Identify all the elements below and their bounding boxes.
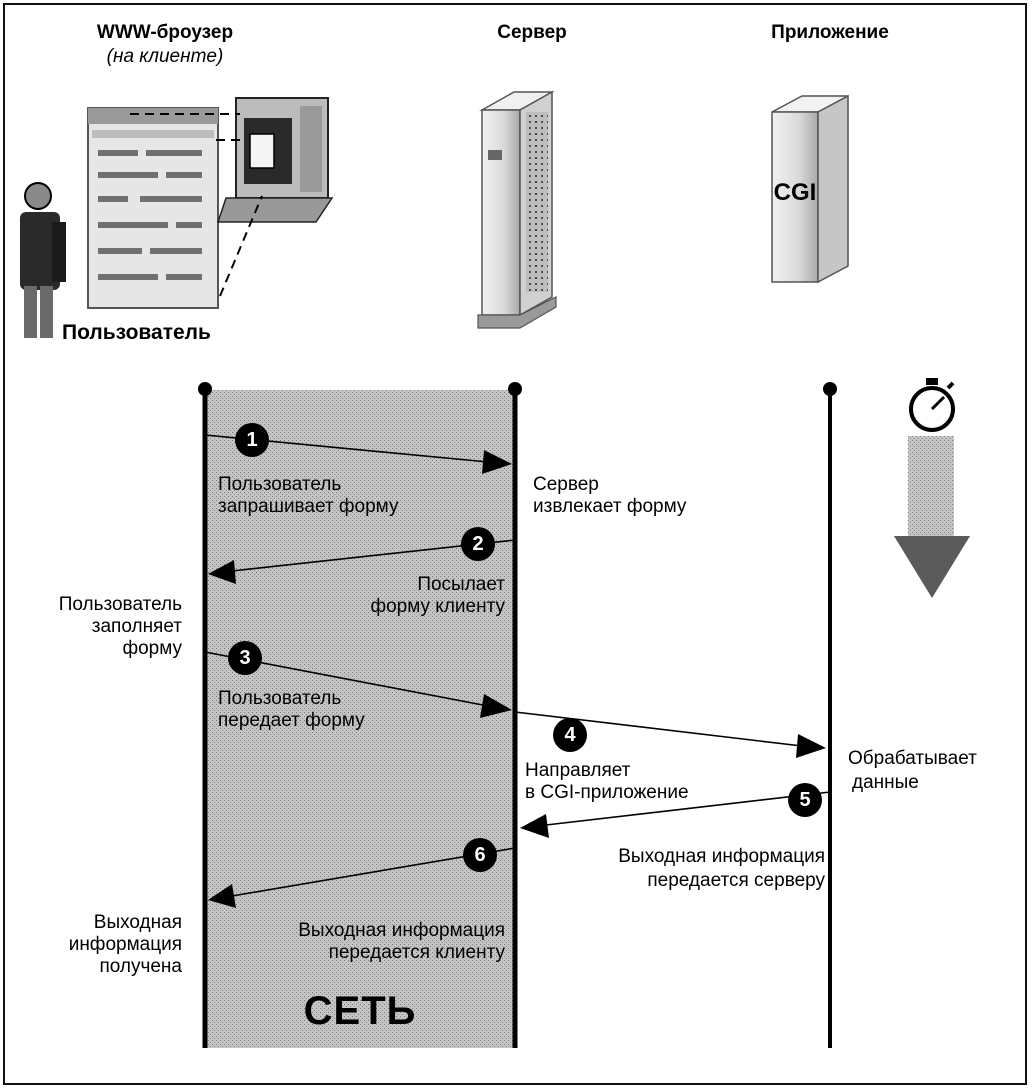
step-6-line1: Выходная информация: [298, 920, 505, 941]
step-number-4: 4: [564, 724, 576, 746]
step-number-3: 3: [239, 647, 251, 669]
note-user-fills-line1: Пользователь: [58, 594, 182, 615]
server-tower-icon: [477, 90, 557, 329]
step-5-line1: Выходная информация: [618, 846, 825, 867]
header-server: Сервер: [497, 22, 567, 43]
step-number-6: 6: [474, 844, 486, 866]
step-1-line1: Пользователь: [218, 474, 342, 495]
step-number-1: 1: [246, 429, 258, 451]
step-2-line1: Посылает: [417, 574, 505, 595]
cgi-label: CGI: [773, 179, 817, 206]
arrow-5: [520, 791, 831, 838]
step-5-line2: передается серверу: [647, 870, 825, 891]
step-number-2: 2: [472, 533, 484, 555]
browser-window-icon: [87, 107, 219, 309]
step-number-5: 5: [799, 789, 811, 811]
lifeline-server-dot: [508, 382, 522, 396]
note-app-processes-line2: данные: [852, 772, 919, 793]
app-tower-icon: [771, 94, 849, 284]
user-label: Пользователь: [62, 321, 211, 344]
header-application: Приложение: [771, 22, 889, 43]
time-arrow-icon: [894, 436, 970, 598]
monitor-icon: [130, 97, 334, 297]
note-server-extracts-line2: извлекает форму: [533, 496, 687, 517]
user-icon: [20, 182, 66, 338]
step-6-line2: передается клиенту: [328, 942, 505, 963]
note-app-processes-line1: Обрабатывает: [848, 748, 977, 769]
arrow-4: [514, 711, 826, 758]
step-3-line2: передает форму: [218, 710, 365, 731]
header-browser-sub: (на клиенте): [106, 46, 224, 67]
stopwatch-icon: [909, 378, 955, 432]
note-output-received-line2: информация: [68, 934, 182, 955]
lifeline-application-dot: [823, 382, 837, 396]
note-user-fills-line2: заполняет: [91, 616, 182, 637]
header-browser: WWW-броузер: [96, 22, 234, 43]
note-user-fills-line3: форму: [122, 638, 182, 659]
note-server-extracts-line1: Сервер: [533, 474, 599, 495]
step-3-line1: Пользователь: [218, 688, 342, 709]
step-circle-6: [463, 838, 497, 872]
step-circle-3: [228, 641, 262, 675]
step-4-line2: в CGI-приложение: [525, 782, 689, 803]
step-circle-2: [461, 527, 495, 561]
diagram-frame: [3, 3, 1027, 1085]
step-circle-4: [553, 718, 587, 752]
step-1-line2: запрашивает форму: [218, 496, 399, 517]
network-band: [205, 390, 515, 1048]
step-circle-1: [235, 423, 269, 457]
step-4-line1: Направляет: [525, 760, 631, 781]
step-2-line2: форму клиенту: [370, 596, 505, 617]
lifeline-browser-dot: [198, 382, 212, 396]
step-circle-5: [788, 783, 822, 817]
note-output-received-line1: Выходная: [93, 912, 182, 933]
note-output-received-line3: получена: [99, 956, 182, 977]
network-label: СЕТЬ: [303, 989, 417, 1033]
